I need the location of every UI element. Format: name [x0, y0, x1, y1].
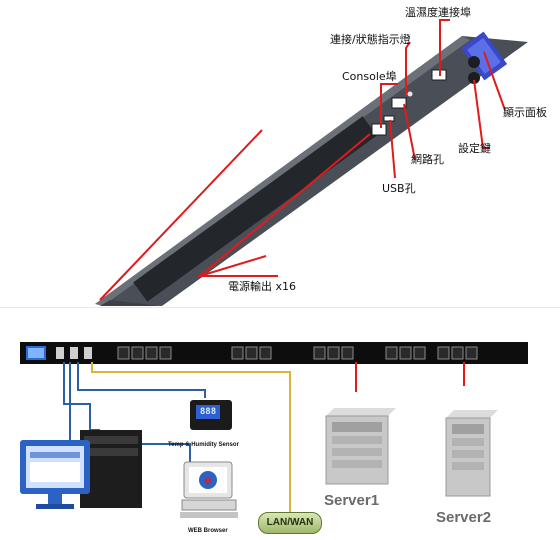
strip-outlet: [465, 346, 478, 360]
label-web-browser: WEB Browser: [188, 528, 228, 534]
strip-outlet: [117, 346, 130, 360]
strip-outlet: [437, 346, 450, 360]
section-divider: [0, 307, 560, 308]
power-outlet: [343, 116, 377, 150]
strip-outlet: [327, 346, 340, 360]
server1-illustration: [325, 408, 396, 485]
label-console-port: Console埠: [342, 70, 397, 83]
strip-outlet: [259, 346, 272, 360]
server2-illustration: [445, 410, 498, 497]
label-temp-humidity-port: 溫濕度連接埠: [405, 6, 471, 19]
strip-outlet: [451, 346, 464, 360]
strip-outlet: [159, 346, 172, 360]
strip-outlet: [131, 346, 144, 360]
label-display-panel: 顯示面板: [503, 106, 547, 119]
label-power-outputs: 電源輸出 x16: [228, 280, 297, 293]
lan-wan-badge: LAN/WAN: [258, 512, 322, 534]
web-browser-computer: e: [180, 461, 238, 518]
computer-illustration: [20, 430, 142, 509]
strip-outlet: [231, 346, 244, 360]
strip-outlet: [313, 346, 326, 360]
strip-outlet: [385, 346, 398, 360]
label-network-port: 網路孔: [411, 153, 444, 166]
label-server2: Server2: [436, 509, 492, 526]
pdu-angled-illustration: [95, 19, 528, 306]
strip-outlet: [341, 346, 354, 360]
sensor-display-digits: 888: [196, 405, 220, 419]
pdu-rack-strip: [20, 342, 528, 364]
strip-outlet: [245, 346, 258, 360]
label-connection-status-light: 連接/狀態指示燈: [330, 33, 411, 46]
label-usb-port: USB孔: [382, 182, 416, 195]
svg-text:e: e: [204, 474, 211, 487]
label-setup-key: 設定鍵: [458, 142, 491, 155]
label-temp-humidity-sensor: Temp & Humidity Sensor: [168, 442, 239, 448]
label-server1: Server1: [324, 492, 380, 509]
strip-outlet: [413, 346, 426, 360]
strip-outlet: [145, 346, 158, 360]
strip-outlet: [399, 346, 412, 360]
